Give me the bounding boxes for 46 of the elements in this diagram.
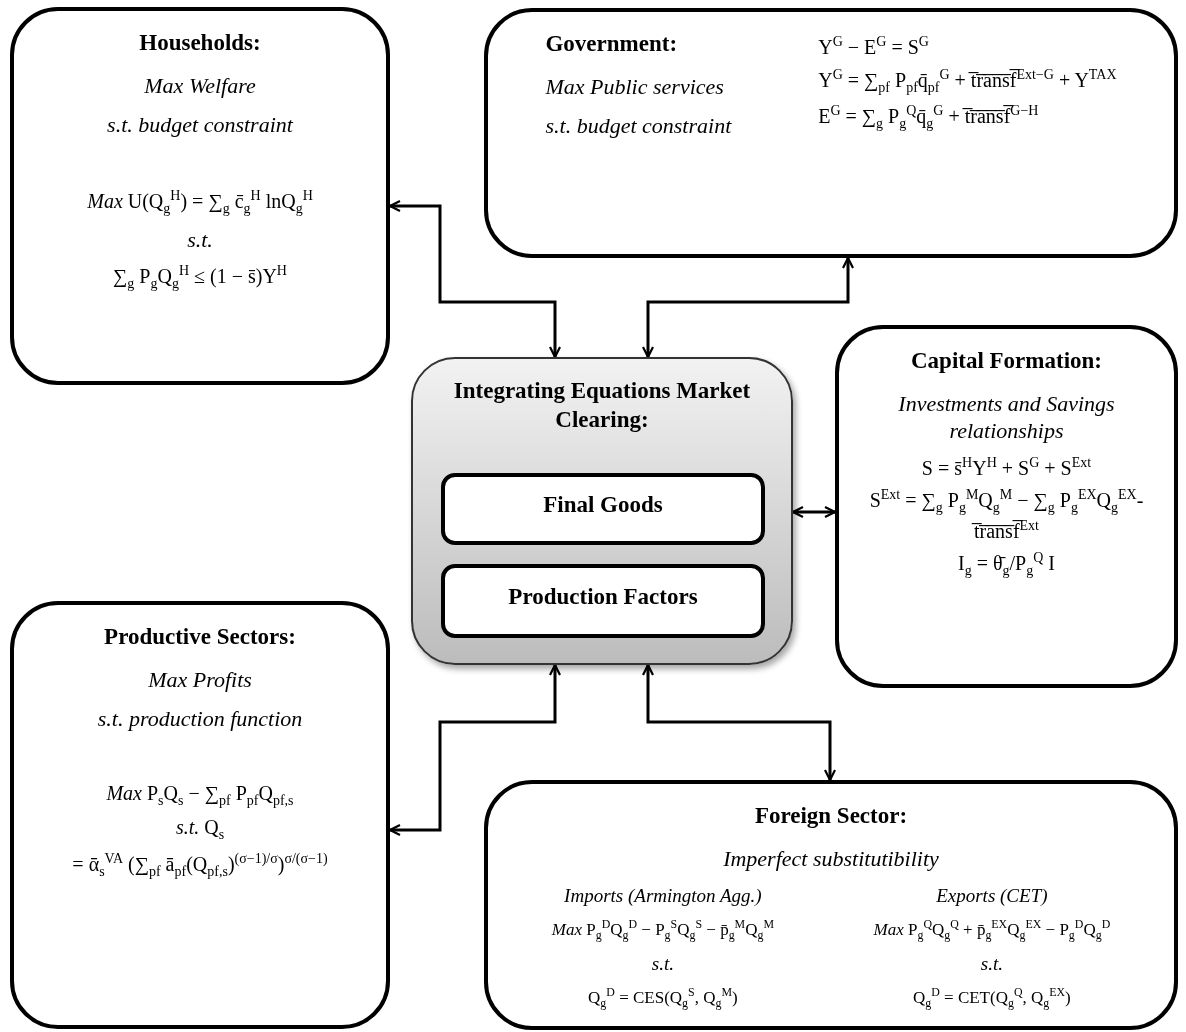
heading: Productive Sectors: (104, 623, 296, 651)
equation: E$^{G}$ = ∑$_{g}$ P$_{g}$$^{Q}$q̄$_{g}$$^{G}$ + t̅r̅a̅n̅s̅f̅$^{G−H}$ (818, 101, 1039, 132)
equation: Y$^{G}$ − E$^{G}$ = S$^{G}$ (818, 33, 929, 60)
equation: Q$_{g}$$^{D}$ = CET(Q$_{g}$$^{Q}$, Q$_{g}$$^{EX}$) (912, 984, 1071, 1011)
subtitle: s.t. budget constraint (545, 112, 732, 140)
arrow (641, 256, 855, 359)
equation: Max P$_{s}$Q$_{s}$ − ∑$_{pf}$ P$_{pf}$Q$_{pf,s}$ (106, 780, 294, 810)
process-box (441, 564, 765, 638)
equation: I$_{g}$ = θ̄$_{g}$/P$_{g}$$^{Q}$ I (958, 549, 1055, 580)
equation: S$^{Ext}$ = ∑$_{g}$ P$_{g}$$^{M}$Q$_{g}$$^{M}$ − ∑$_{g}$ P$_{g}$$^{EX}$Q$_{g}$$^{EX}$- t̅r̅a̅n̅s̅f̅$^{Ext}$ (868, 486, 1145, 544)
heading: Government: (545, 30, 678, 58)
subtitle: s.t. (980, 951, 1003, 976)
subtitle: Max Public services (545, 72, 724, 101)
group-box (411, 357, 793, 665)
heading: Integrating Equations Market Clearing: (452, 377, 752, 434)
subtitle: Exports (CET) (936, 884, 1048, 908)
subtitle: s.t. (651, 951, 674, 976)
equation: ∑$_{g}$ P$_{g}$Q$_{g}$$^{H}$ ≤ (1 − s̄)Y$^{H}$ (113, 262, 287, 293)
arrow (388, 199, 562, 359)
arrow (791, 505, 837, 519)
process-box (441, 473, 765, 545)
subtitle: s.t. budget constraint (107, 111, 293, 139)
heading: Households: (139, 29, 261, 57)
rounded-box (484, 8, 1178, 258)
equation: = ᾱ$_{s}$$^{VA}$ (∑$_{pf}$ ā$_{pf}$(Q$_{pf,s}$)$^{(σ−1)/σ}$)$^{σ/(σ−1)}$ (72, 849, 328, 880)
rounded-box (10, 7, 390, 385)
subtitle: Max Welfare (144, 71, 256, 100)
arrow (388, 663, 562, 837)
equation: s.t. Q$_{s}$ (175, 815, 225, 844)
equation: Y$^{G}$ = ∑$_{pf}$ P$_{pf}$q̄$_{pf}$$^{G}$ + t̅r̅a̅n̅s̅f̅$^{Ext−G}$ + Y$^{TAX}$ (818, 65, 1117, 96)
subtitle: Investments and Savings relationships (897, 389, 1116, 445)
subtitle: s.t. production function (97, 705, 303, 733)
subtitle: Imperfect substitutibility (723, 844, 939, 873)
subtitle: Imports (Armington Agg.) (564, 884, 762, 908)
rounded-box (10, 601, 390, 1029)
rounded-box (484, 780, 1178, 1030)
heading: Capital Formation: (911, 347, 1102, 375)
rounded-box (835, 325, 1178, 688)
arrow (641, 663, 837, 782)
subtitle: s.t. (187, 225, 213, 254)
heading: Final Goods (543, 490, 663, 519)
subtitle: Max Profits (148, 665, 252, 694)
heading: Production Factors (508, 582, 698, 611)
heading: Foreign Sector: (754, 802, 908, 830)
equation: S = s̄$^{H}$Y$^{H}$ + S$^{G}$ + S$^{Ext}$ (921, 453, 1092, 481)
equation: Q$_{g}$$^{D}$ = CES(Q$_{g}$$^{S}$, Q$_{g}$$^{M}$) (588, 984, 738, 1011)
